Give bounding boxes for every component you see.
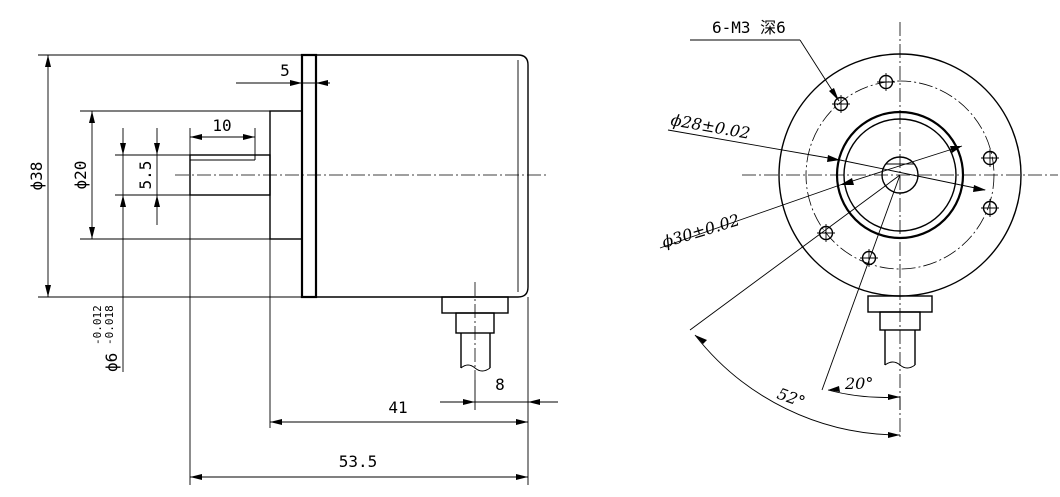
hole-6 (860, 249, 878, 267)
dim-pcd-inner-label: ϕ28±0.02 (669, 110, 751, 143)
dim-shaft-diameter-label: ϕ6 (102, 353, 121, 372)
dim-shaft-diameter: ϕ6 -0.012 -0.018 (91, 128, 190, 372)
dim-flat-length-label: 10 (212, 116, 231, 135)
cable-gland-side (441, 282, 509, 380)
dim-total-length: 53.5 (189, 195, 528, 485)
dim-shaft-flat: 5.5 (136, 128, 190, 225)
side-view: ϕ38 ϕ20 5.5 ϕ6 -0.012 (27, 53, 558, 485)
angle-line-20 (821, 174, 901, 391)
dim-body-length-label: 41 (388, 398, 407, 417)
hole-1 (877, 73, 895, 91)
dim-flat-length: 10 (189, 116, 256, 160)
dim-pcd-outer-label: ϕ30±0.02 (660, 210, 742, 252)
dim-pcd-inner: ϕ28±0.02 (667, 110, 986, 192)
dim-flange-diameter-label: ϕ20 (71, 161, 90, 190)
hole-3 (981, 149, 999, 167)
callout-holes-label: 6-M3 深6 (712, 18, 786, 37)
boss-circle-outer (835, 110, 965, 240)
flange-plate (300, 53, 318, 299)
dim-flange-thickness: 5 (236, 55, 330, 92)
front-view: 6-M3 深6 ϕ28±0.02 ϕ30±0.02 20° (660, 18, 1058, 440)
angle-line-52 (689, 174, 901, 331)
dim-shaft-tol-upper: -0.012 (91, 305, 104, 345)
dim-flange-diameter: ϕ20 (71, 110, 270, 240)
dim-cable-offset-label: 8 (495, 375, 505, 394)
dim-body-diameter-label: ϕ38 (27, 162, 46, 191)
dim-flange-thickness-label: 5 (280, 61, 290, 80)
hole-2 (832, 95, 850, 113)
bolt-circle (805, 80, 995, 270)
hole-5 (817, 224, 835, 242)
boss-circle-inner (843, 118, 957, 232)
dim-shaft-flat-label: 5.5 (136, 161, 155, 190)
dim-angle-small-label: 20° (844, 374, 873, 393)
dim-body-length: 41 (269, 239, 529, 485)
dim-total-length-label: 53.5 (339, 452, 378, 471)
dim-cable-offset: 8 (440, 375, 558, 410)
dim-angle-large-label: 52° (775, 384, 808, 412)
hole-4 (981, 199, 999, 217)
cable-gland-front (867, 295, 933, 369)
mounting-holes (817, 73, 999, 267)
shaft-circle (881, 156, 919, 194)
encoder-body (316, 54, 529, 298)
callout-holes: 6-M3 深6 (690, 18, 840, 102)
dim-angle-small: 20° (827, 374, 901, 410)
dim-shaft-tol-lower: -0.018 (103, 305, 116, 345)
